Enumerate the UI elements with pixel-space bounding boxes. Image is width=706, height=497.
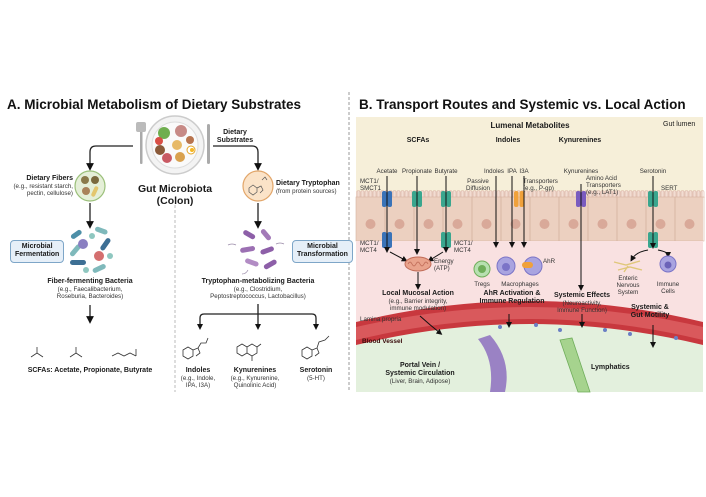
enteric-nervous-icon: [613, 260, 643, 273]
gut-lumen-label: Gut lumen: [663, 121, 696, 128]
cell-nucleus: [365, 219, 376, 229]
cell-nucleus: [568, 219, 579, 229]
knife-icon: [207, 124, 210, 164]
tregs-label: Tregs: [474, 281, 490, 288]
lat1-transporter-icon: [576, 191, 586, 207]
ahr-receptor-icon: [522, 262, 533, 268]
arrow-to-tryptophan: [213, 145, 262, 171]
kynurenines-label: Kynurenines (e.g., Kynurenine, Quinolini…: [230, 367, 280, 390]
mct1-mct4-transporter-icon: [441, 232, 451, 248]
scfas-label: SCFAs: Acetate, Propionate, Butyrate: [27, 367, 153, 374]
transporter-mct1-mct4-right: MCT1/MCT4: [454, 240, 473, 255]
cell-nucleus: [597, 219, 608, 229]
serotonin-label: Serotonin (5-HT): [299, 367, 333, 383]
portal-vein-label: Portal Vein / Systemic Circulation (Live…: [385, 362, 455, 386]
fork-icon: [136, 122, 146, 164]
scfa-structures: [30, 347, 137, 358]
dietary-tryptophan-icon: [242, 170, 274, 202]
energy-label: Energy(ATP): [434, 258, 454, 273]
mitochondria-icon: [404, 256, 432, 272]
group-kynurenines: Kynurenines: [558, 137, 602, 144]
transporter-mct1-mct4-left: MCT1/MCT4: [360, 240, 379, 255]
microvilli: [356, 191, 703, 199]
cell-nucleus: [626, 219, 637, 229]
macrophages-label: Macrophages: [501, 281, 539, 288]
propionate-transporter-icon: [412, 191, 422, 207]
mct1-mct4-transporter-icon: [382, 232, 392, 248]
group-indoles: Indoles: [495, 137, 521, 144]
food-plate-icon: [145, 115, 205, 175]
butyrate-transporter-icon: [441, 191, 451, 207]
lymphatics-label: Lymphatics: [591, 364, 630, 371]
transporter-pgp: Transporters(e.g., P-gp): [523, 178, 558, 193]
blood-vessel-label: Blood Vessel: [362, 338, 403, 345]
branch-arrows: [199, 304, 317, 327]
cell-nucleus: [394, 219, 405, 229]
lamina-propria-label: Lamina propria: [360, 316, 402, 323]
systemic-motility-label: Systemic &Gut Motility: [630, 304, 670, 320]
dietary-fibers-label: Dietary Fibers (e.g., resistant starch, …: [13, 175, 74, 198]
transporter-mct1-smct1: MCT1/SMCT1: [360, 178, 381, 193]
ahr-label: AhR: [543, 258, 556, 265]
molecule-serotonin: Serotonin: [639, 168, 667, 175]
lumenal-metabolites-label: Lumenal Metabolites: [490, 121, 570, 130]
fiber-bacteria-icon: [69, 226, 113, 273]
fiber-bacteria-label: Fiber-fermenting Bacteria (e.g., Faecali…: [47, 278, 133, 301]
pgp-transporter-icon: [514, 191, 524, 207]
indoles-label: Indoles (e.g., Indole, IPA, I3A): [180, 367, 216, 390]
sert-transporter-icon: [648, 191, 658, 207]
tryptophan-bacteria-icon: [227, 229, 285, 275]
circulation-area: [356, 322, 703, 392]
cell-nucleus: [510, 219, 521, 229]
molecule-ipa: IPA: [507, 168, 517, 175]
molecule-kynurenines: Kynurenines: [563, 168, 599, 175]
group-scfas: SCFAs: [406, 137, 430, 144]
local-action-label: Local Mucosal Action (e.g., Barrier inte…: [382, 290, 454, 313]
trp-metabolite-structures: [182, 335, 330, 361]
flow-arrow: [389, 251, 408, 262]
trp-bacteria-label: Tryptophan-metabolizing Bacteria (e.g., …: [201, 278, 315, 301]
molecule-i3a: I3A: [519, 168, 529, 175]
transporter-sert: SERT: [661, 185, 678, 192]
portal-vein: [478, 335, 507, 392]
flow-arrow: [657, 249, 671, 258]
cell-nucleus: [684, 219, 695, 229]
cell-nucleus: [452, 219, 463, 229]
dietary-fibers-icon: [74, 170, 106, 202]
gut-microbiota-label: Gut Microbiota(Colon): [137, 183, 213, 208]
molecule-propionate: Propionate: [402, 168, 432, 175]
metabolite-particles: [498, 323, 678, 340]
systemic-effects-label: Systemic Effects (Neuroactivity, Immune …: [553, 292, 611, 315]
lymphatic-vessel: [559, 337, 591, 393]
flow-arrow: [419, 315, 443, 335]
dietary-tryptophan-label: Dietary Tryptophan (from protein sources…: [276, 180, 340, 196]
cell-nucleus: [481, 219, 492, 229]
flow-arrow: [427, 251, 444, 262]
flow-arrow: [630, 249, 649, 262]
cell-nucleus: [539, 219, 550, 229]
mct1-smct1-transporter-icon: [382, 191, 392, 207]
panel-b-title: B. Transport Routes and Systemic vs. Loc…: [359, 97, 686, 112]
panel-a-title: A. Microbial Metabolism of Dietary Subst…: [7, 97, 302, 112]
arrow-to-fibers: [86, 145, 133, 171]
molecule-butyrate: Butyrate: [434, 168, 458, 175]
cell-nucleus: [655, 219, 666, 229]
molecule-acetate: Acetate: [376, 168, 398, 175]
ahr-activation-label: AhR Activation &Immune Regulation: [479, 290, 545, 306]
cell-nucleus: [423, 219, 434, 229]
molecule-indoles: Indoles: [484, 168, 504, 175]
